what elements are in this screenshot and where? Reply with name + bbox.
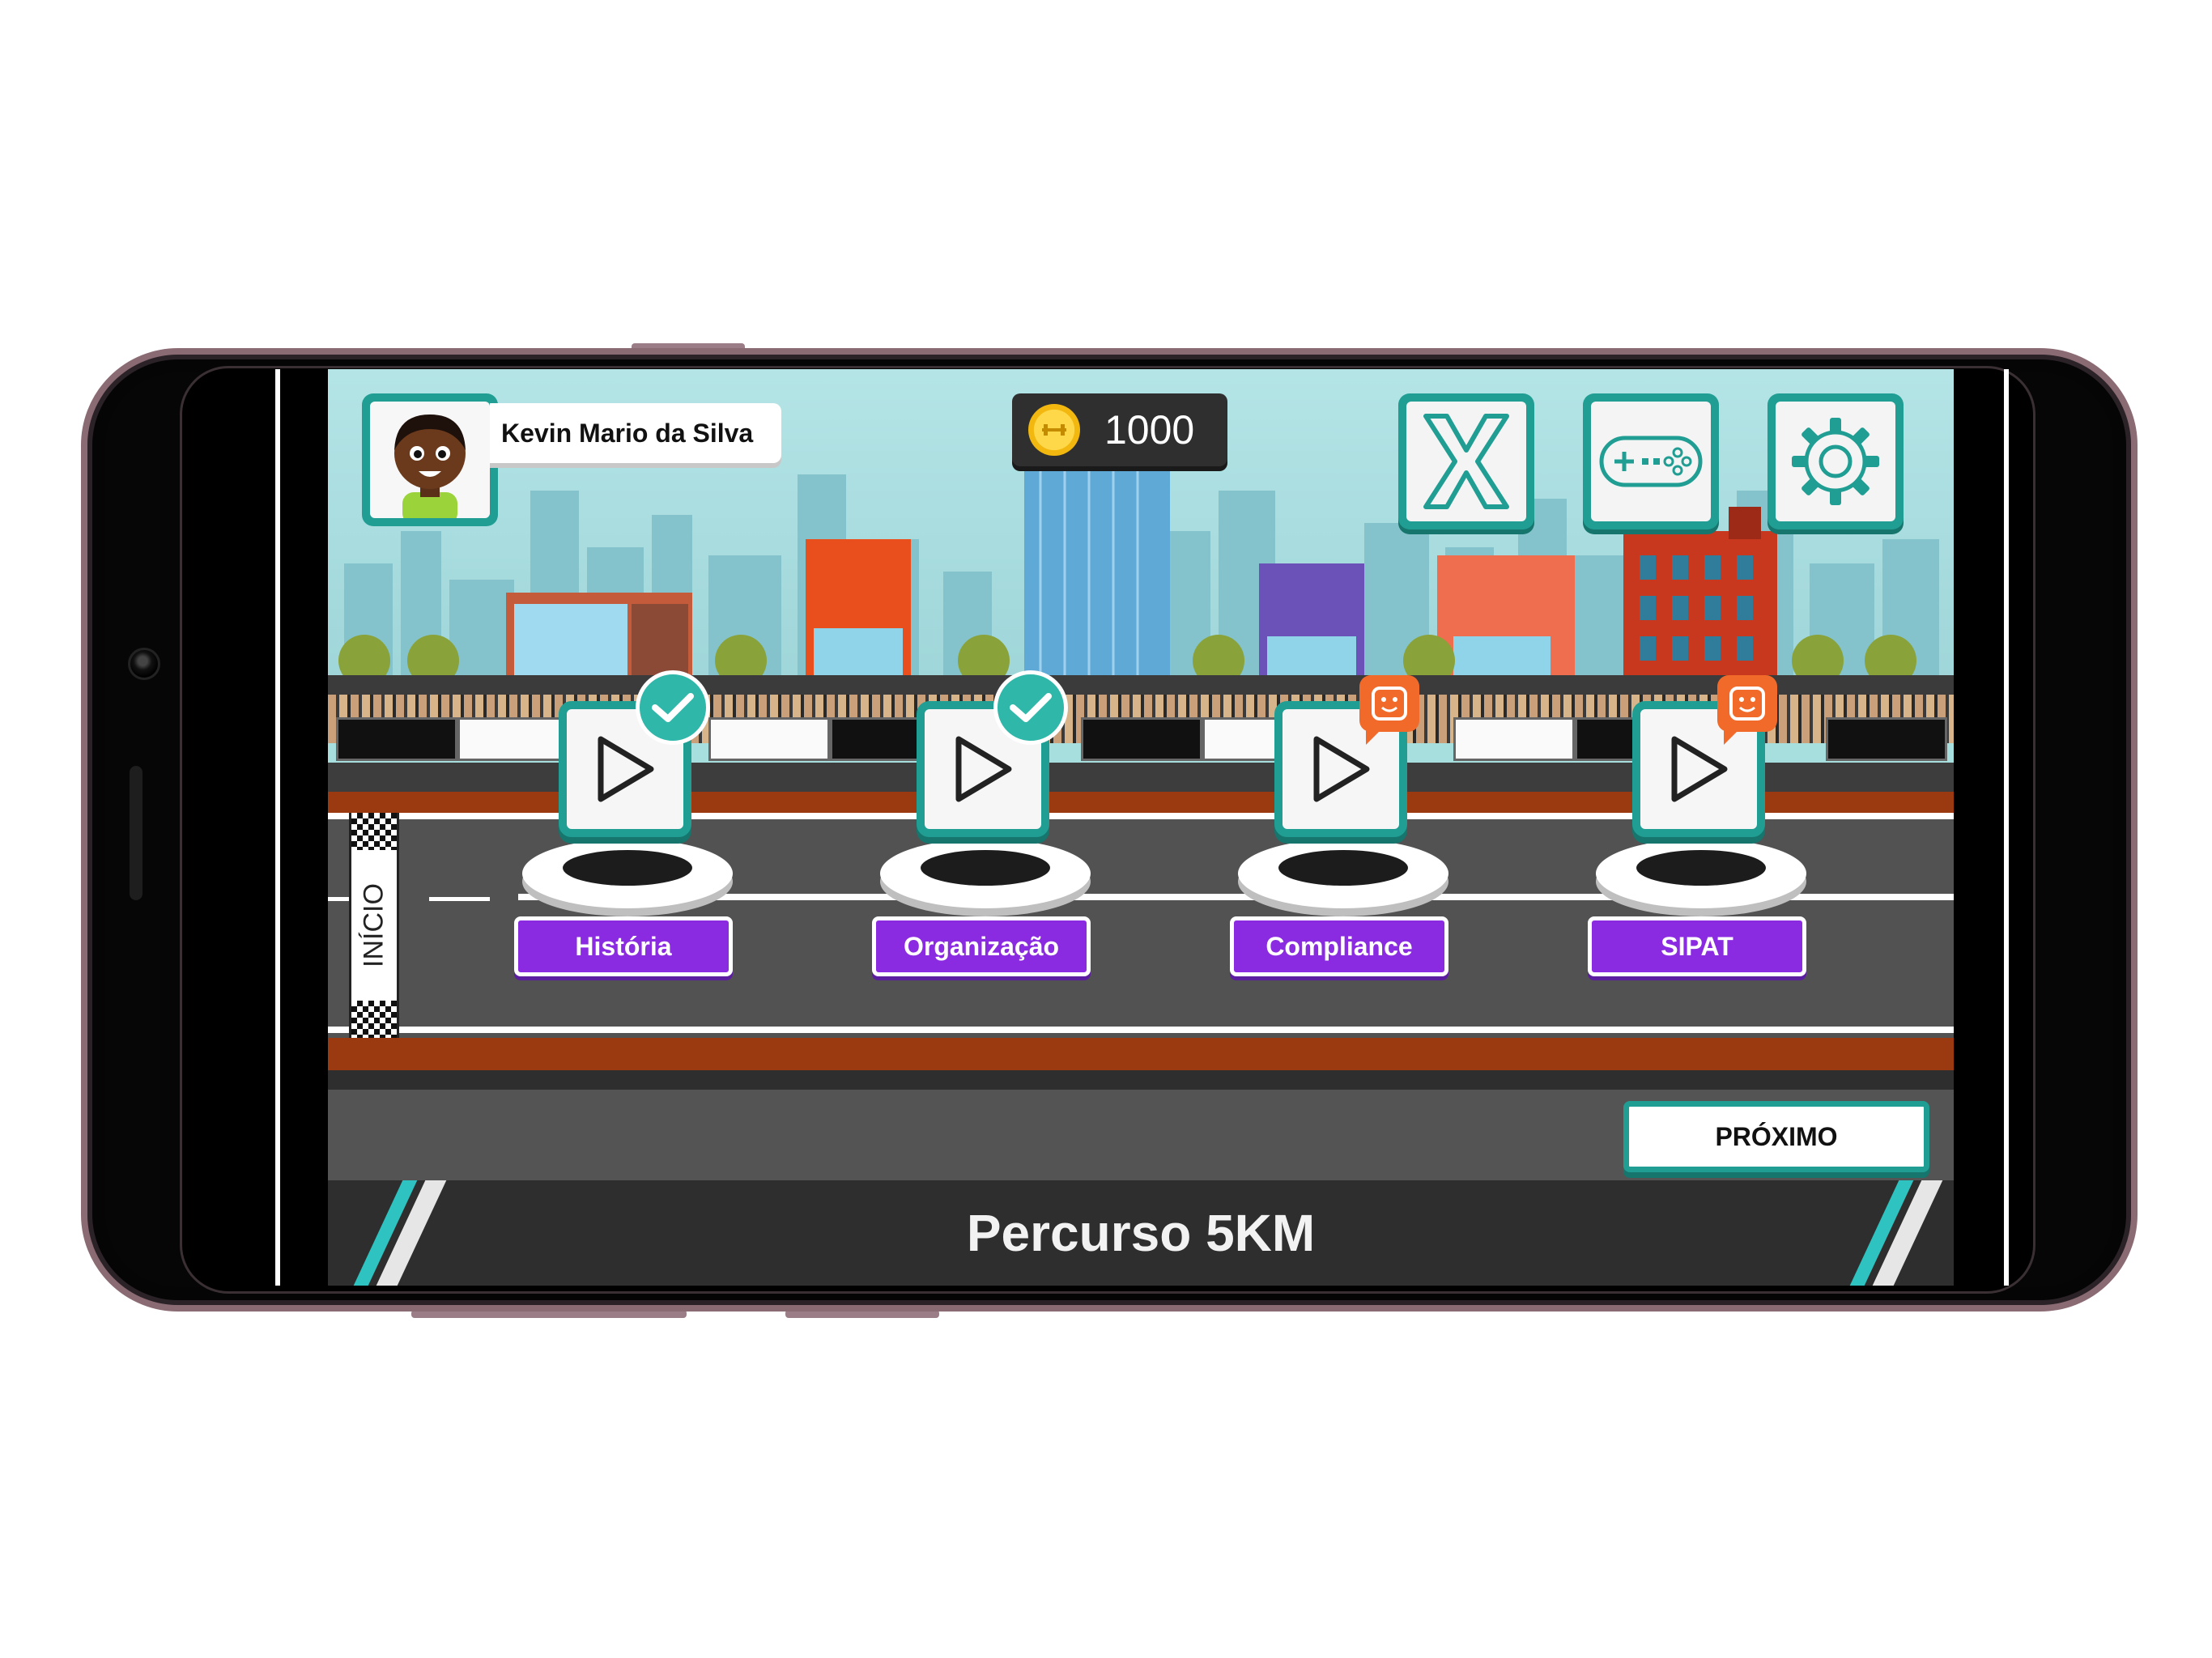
start-label: INÍCIO [358,883,389,967]
checkered-flag-bottom [351,1001,397,1038]
next-button[interactable]: PRÓXIMO [1623,1101,1929,1172]
station-sipat [1596,675,1806,920]
coin-icon [1028,404,1080,456]
lower-band [328,1070,1954,1090]
completed-badge [993,670,1068,745]
lane-line-top [328,813,1954,819]
barrier [336,717,457,761]
curb-bottom [328,1038,1954,1070]
completed-badge [636,670,710,745]
chat-icon [1372,687,1407,721]
station-organizacao [880,670,1091,920]
game-screen: Percurso 5KM INÍCIO [328,369,1954,1286]
lane-line-bottom [328,1027,1954,1033]
coin-counter: 1000 [1012,393,1227,466]
station-pedestal [522,839,733,908]
phone-bottom-button-right [785,1310,939,1318]
station-pedestal [1238,839,1448,908]
module-button-historia[interactable]: História [514,916,733,976]
play-icon [955,736,1012,802]
station-historia [522,670,733,920]
screen-edge-left [275,369,280,1286]
station-pedestal [880,839,1091,908]
pending-badge [1717,675,1777,745]
phone-bottom-button-left [411,1310,687,1318]
barrier [708,717,830,761]
barrier [1826,717,1947,761]
avatar[interactable] [362,393,498,526]
games-button[interactable] [1583,393,1719,529]
lane-dash [429,897,490,901]
pending-badge [1359,675,1419,745]
avatar-face-icon [394,414,466,518]
phone-top-button [632,343,745,351]
check-icon [1010,693,1052,722]
footer-bar [328,1180,1954,1286]
play-icon [598,736,654,802]
station-compliance [1238,675,1448,920]
station-pedestal [1596,839,1806,908]
barrier [1081,717,1202,761]
front-camera [128,648,160,680]
close-icon [1423,414,1509,509]
module-button-compliance[interactable]: Compliance [1230,916,1448,976]
barrier [1453,717,1575,761]
gear-icon [1792,418,1879,505]
lane-dash [328,897,352,901]
coin-value: 1000 [1104,407,1195,453]
checkered-flag-top [351,813,397,850]
track-title: Percurso 5KM [966,1204,1316,1262]
speaker-grille [130,766,143,900]
street-ground [328,675,1954,695]
city-skyline [338,450,1939,685]
gamepad-icon [1599,436,1703,487]
close-button[interactable] [1398,393,1534,529]
module-button-sipat[interactable]: SIPAT [1588,916,1806,976]
start-banner: INÍCIO [349,813,399,1038]
check-icon [652,693,694,722]
play-button[interactable] [559,701,691,837]
screen-edge-right [2004,369,2009,1286]
play-icon [1671,736,1728,802]
play-icon [1313,736,1370,802]
settings-button[interactable] [1767,393,1904,529]
module-button-organizacao[interactable]: Organização [872,916,1091,976]
lane-line-center [518,894,1954,900]
chat-icon [1729,687,1765,721]
user-name: Kevin Mario da Silva [490,403,781,463]
